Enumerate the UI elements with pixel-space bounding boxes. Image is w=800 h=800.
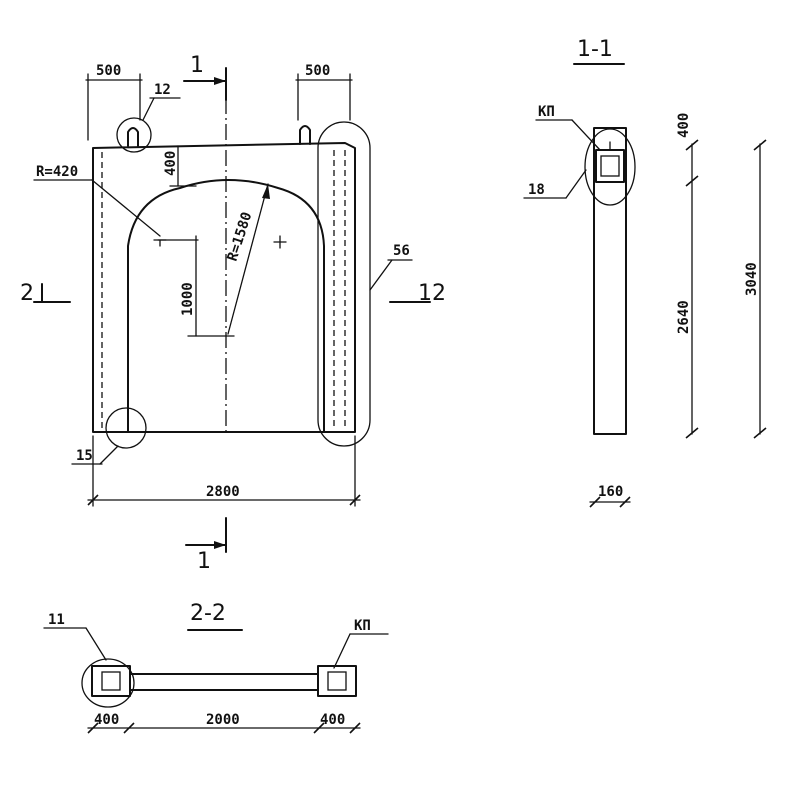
r420-leader [91, 179, 161, 237]
dim-400-s1-text: 400 [676, 113, 692, 138]
cut-1-top-arrow [214, 77, 226, 85]
kp-2-leader [333, 633, 351, 669]
cut-1-top-label: 1 [190, 53, 204, 78]
dim-160-tick-right [619, 496, 631, 508]
arch-opening [127, 179, 325, 433]
column-body [593, 127, 627, 435]
dim-2-2-tick-1 [87, 722, 99, 734]
callout-56-leader [369, 259, 393, 291]
callout-15-text: 15 [76, 448, 93, 464]
kp-2-text: КП [354, 618, 371, 634]
kp-text: КП [538, 104, 555, 120]
dim-2800-tick-right [349, 494, 361, 506]
section-1-1-title: 1-1 [577, 37, 613, 62]
callout-12-text: 12 [154, 82, 171, 98]
center-mark-left [153, 239, 167, 247]
callout-18-leader [565, 169, 587, 199]
callout-12-leader [142, 97, 155, 121]
dim-160-text: 160 [598, 484, 623, 500]
dim-2800-tick-left [87, 494, 99, 506]
callout-11-leader [85, 627, 107, 661]
dim-2800-text: 2800 [206, 484, 240, 500]
left-block-inner [101, 671, 121, 691]
dim-2-2-right-text: 400 [320, 712, 345, 728]
dim-3040-tick-top [753, 139, 767, 151]
left-block [91, 665, 131, 697]
callout-15-circle [105, 407, 147, 449]
lifting-loop-right [299, 125, 311, 145]
frame-outline [92, 142, 356, 433]
r420-text: R=420 [36, 164, 78, 180]
cut-1-bottom-label: 1 [197, 549, 211, 574]
dim-1000-text: 1000 [180, 282, 196, 316]
cut-2-left-label: 2 [20, 281, 34, 306]
callout-56-text: 56 [393, 243, 410, 259]
dim-500-left-text: 500 [96, 63, 121, 79]
right-block-inner [327, 671, 347, 691]
dim-2-2-left-text: 400 [94, 712, 119, 728]
dim-400-2640-tick-top [685, 139, 699, 151]
lifting-loop-left [127, 127, 139, 147]
section-2-2: 2-2 11 КП 400 2000 400 [43, 601, 389, 734]
dim-2-2-tick-2 [123, 722, 135, 734]
kp-leader [571, 119, 601, 151]
kp-box-inner [600, 155, 620, 177]
dim-3040-text: 3040 [744, 262, 760, 296]
cut-1-bottom-arrow [214, 541, 226, 549]
callout-12-circle [116, 117, 152, 153]
dim-400-2640-tick-mid [685, 175, 699, 187]
r1580-arrow [262, 184, 270, 199]
callout-56-oval [317, 121, 371, 447]
callout-18-text: 18 [528, 182, 545, 198]
center-mark-right [273, 235, 287, 249]
right-block [317, 665, 357, 697]
section-1-1: 1-1 КП 18 400 2640 3040 160 [523, 37, 767, 508]
section-2-2-title: 2-2 [190, 601, 226, 626]
dim-2640-text: 2640 [676, 300, 692, 334]
dim-2-2-mid-text: 2000 [206, 712, 240, 728]
r1580-text: R=1580 [225, 210, 256, 263]
kp-box-outer [595, 149, 625, 183]
callout-kp-oval [584, 128, 636, 206]
dim-500-right-text: 500 [305, 63, 330, 79]
callout-11-oval [81, 658, 135, 708]
dim-160-tick-left [589, 496, 601, 508]
callout-11-text: 11 [48, 612, 65, 628]
dim-3040-tick-bot [753, 427, 767, 439]
dim-400-2640-tick-bot [685, 427, 699, 439]
callout-15-leader [99, 445, 119, 465]
dim-400-text: 400 [163, 151, 179, 176]
r1580-leader [227, 183, 269, 335]
cut-2-right-label: 12 [418, 281, 446, 306]
front-view: 1 1 2 12 500 500 12 56 [20, 53, 446, 574]
dim-2-2-tick-3 [313, 722, 325, 734]
dim-2-2-tick-4 [349, 722, 361, 734]
